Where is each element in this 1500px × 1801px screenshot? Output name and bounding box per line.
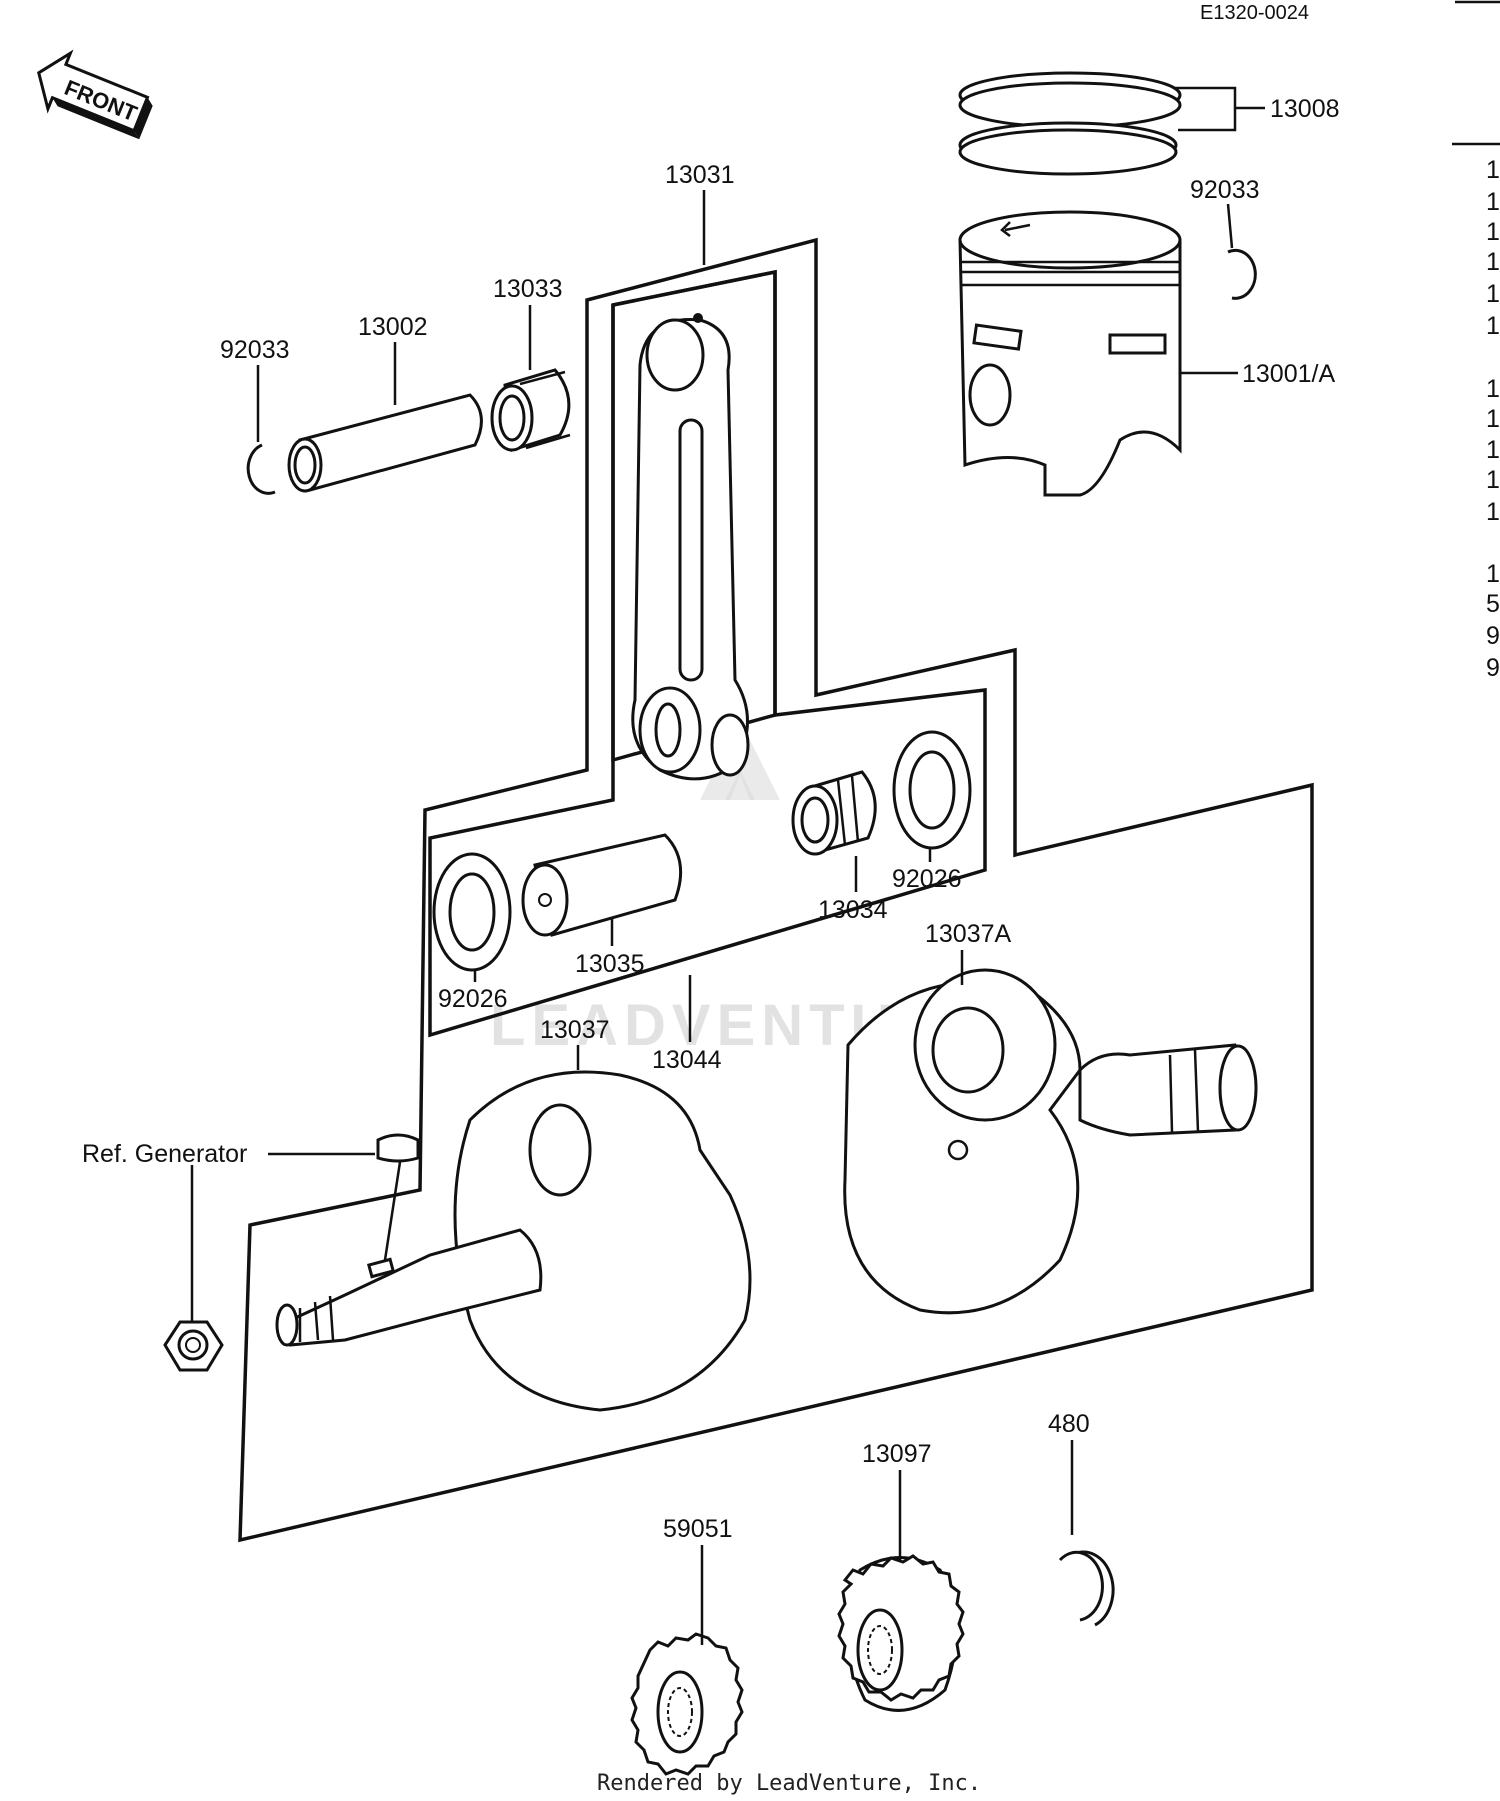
footer-credit: Rendered by LeadVenture, Inc. bbox=[597, 1771, 981, 1796]
callout-13037a[interactable]: 13037A bbox=[925, 920, 1012, 948]
side-list-entry: 1 bbox=[1486, 405, 1500, 433]
callout-13034[interactable]: 13034 bbox=[818, 896, 888, 924]
side-list-entry: 1 bbox=[1486, 436, 1500, 464]
connecting-rod[interactable] bbox=[631, 313, 750, 781]
piston-pin[interactable] bbox=[287, 393, 483, 493]
piston-ring-set[interactable] bbox=[958, 71, 1182, 176]
callout-92026-left[interactable]: 92026 bbox=[438, 985, 508, 1013]
piston-pin-clip-right[interactable] bbox=[1227, 248, 1257, 300]
primary-drive-gear[interactable] bbox=[630, 1632, 744, 1776]
callout-92033-left[interactable]: 92033 bbox=[220, 336, 290, 364]
small-end-needle-bearing[interactable] bbox=[490, 368, 571, 452]
crankshaft-left-half[interactable] bbox=[275, 1070, 752, 1412]
callout-92026-right[interactable]: 92026 bbox=[892, 865, 962, 893]
callout-13033[interactable]: 13033 bbox=[493, 275, 563, 303]
side-list-entry: 9 bbox=[1486, 654, 1500, 682]
diagram-code: E1320-0024 bbox=[1200, 2, 1309, 24]
callout-13008[interactable]: 13008 bbox=[1270, 95, 1340, 123]
woodruff-key[interactable] bbox=[376, 1133, 420, 1163]
front-arrow-icon: FRONT bbox=[37, 49, 153, 140]
big-end-needle-bearing[interactable] bbox=[791, 770, 877, 856]
callout-13097[interactable]: 13097 bbox=[862, 1440, 932, 1468]
side-list-entry: 1 bbox=[1486, 560, 1500, 588]
side-list-entry: 1 bbox=[1486, 466, 1500, 494]
thrust-washer-right[interactable] bbox=[892, 730, 972, 850]
gear-circlip[interactable] bbox=[1058, 1550, 1115, 1627]
callout-13002[interactable]: 13002 bbox=[358, 313, 428, 341]
crankshaft-right-half[interactable] bbox=[843, 968, 1258, 1315]
callout-13037[interactable]: 13037 bbox=[540, 1016, 610, 1044]
side-list-entry: 1 bbox=[1486, 156, 1500, 184]
callout-ref-generator[interactable]: Ref. Generator bbox=[82, 1140, 247, 1168]
callout-13044[interactable]: 13044 bbox=[652, 1046, 722, 1074]
side-list-entry: 1 bbox=[1486, 312, 1500, 340]
side-list-entry: 9 bbox=[1486, 622, 1500, 650]
side-list-entry: 5 bbox=[1486, 590, 1500, 618]
crank-pin[interactable] bbox=[521, 833, 683, 937]
piston-pin-clip-left[interactable] bbox=[246, 443, 276, 495]
assembly-frames bbox=[238, 237, 1314, 1543]
side-list-entry: 1 bbox=[1486, 498, 1500, 526]
side-list-entry: 1 bbox=[1486, 248, 1500, 276]
piston[interactable] bbox=[958, 210, 1182, 497]
callout-13035[interactable]: 13035 bbox=[575, 950, 645, 978]
crankshaft-nut[interactable] bbox=[163, 1320, 224, 1372]
side-list-entry: 1 bbox=[1486, 218, 1500, 246]
callout-13001a[interactable]: 13001/A bbox=[1242, 360, 1335, 388]
side-list-entry: 1 bbox=[1486, 375, 1500, 403]
side-list-entry: 1 bbox=[1486, 280, 1500, 308]
callout-92033-right[interactable]: 92033 bbox=[1190, 176, 1260, 204]
callout-13031[interactable]: 13031 bbox=[665, 161, 735, 189]
callout-480[interactable]: 480 bbox=[1048, 1410, 1090, 1438]
callout-59051[interactable]: 59051 bbox=[663, 1515, 733, 1543]
side-list-entry: 1 bbox=[1486, 188, 1500, 216]
crankshaft-gear[interactable] bbox=[837, 1554, 965, 1712]
thrust-washer-left[interactable] bbox=[432, 852, 512, 972]
